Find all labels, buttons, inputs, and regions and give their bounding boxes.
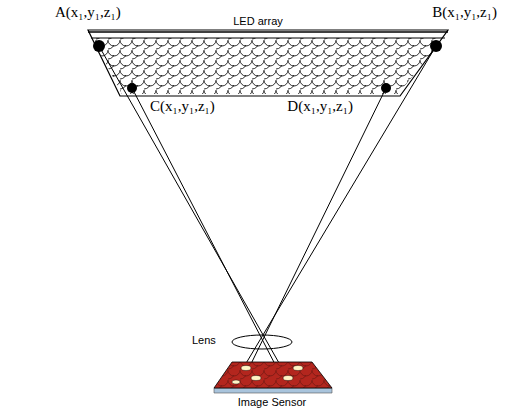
array-title: LED array xyxy=(233,15,283,27)
led-coordinate: C(x₁,y₁,z₁) xyxy=(150,98,215,115)
sensor-base xyxy=(214,388,332,393)
image-sensor xyxy=(214,362,332,388)
sensor-label: Image Sensor xyxy=(238,396,306,408)
led-coordinate: B(x₁,y₁,z₁) xyxy=(432,4,497,21)
image-spots xyxy=(232,366,303,385)
light-rays xyxy=(99,46,436,370)
led-cells xyxy=(80,36,460,98)
lens xyxy=(232,335,292,349)
led-coordinate: A(x₁,y₁,z₁) xyxy=(55,4,121,21)
lens-label: Lens xyxy=(192,334,216,346)
led-coordinate: D(x₁,y₁,z₁) xyxy=(287,98,353,115)
